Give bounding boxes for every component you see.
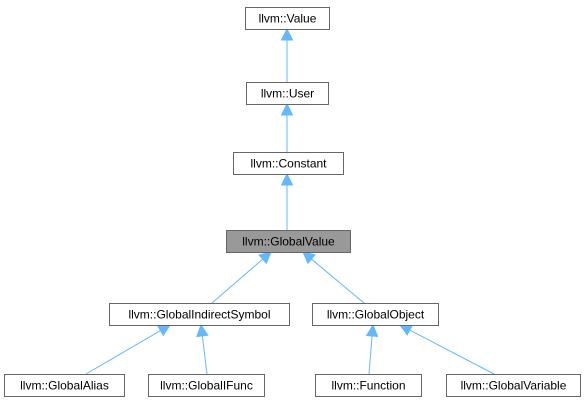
class-node-label: llvm::Function	[331, 379, 405, 393]
class-node-box	[226, 230, 351, 253]
edge-line	[85, 330, 161, 375]
arrowhead-icon	[280, 102, 294, 116]
edge-user-to-value	[280, 27, 294, 82]
class-node-label: llvm::User	[261, 87, 314, 101]
class-node-user[interactable]: llvm::User	[246, 82, 329, 105]
class-node-box	[245, 7, 330, 30]
edge-line	[409, 329, 495, 375]
arrowhead-icon	[280, 172, 294, 186]
arrowhead-icon	[280, 27, 294, 41]
class-node-globalvariable[interactable]: llvm::GlobalVariable	[446, 374, 581, 397]
class-node-label: llvm::GlobalIFunc	[160, 379, 253, 393]
class-node-box	[246, 82, 329, 105]
arrowhead-icon	[258, 251, 272, 265]
class-node-globalobject[interactable]: llvm::GlobalObject	[312, 303, 439, 326]
edge-line	[201, 335, 208, 375]
edge-globalvalue-to-constant	[280, 172, 294, 230]
edge-line	[368, 335, 373, 375]
edge-constant-to-user	[280, 102, 294, 152]
class-node-label: llvm::GlobalIndirectSymbol	[128, 308, 270, 322]
arrowhead-icon	[196, 323, 209, 338]
edge-function-to-globalobject	[365, 323, 379, 375]
class-node-label: llvm::Constant	[250, 157, 327, 171]
edge-globalvariable-to-globalobject	[399, 324, 495, 375]
class-node-constant[interactable]: llvm::Constant	[233, 152, 344, 175]
class-node-value[interactable]: llvm::Value	[245, 7, 330, 30]
edge-globalobject-to-globalvalue	[302, 251, 365, 304]
class-node-box	[315, 374, 422, 397]
edge-line	[311, 258, 365, 304]
class-nodes: llvm::Valuellvm::Userllvm::Constantllvm:…	[4, 7, 581, 397]
class-node-globalindirectsymbol[interactable]: llvm::GlobalIndirectSymbol	[109, 303, 290, 326]
class-node-box	[312, 303, 439, 326]
edge-globalalias-to-globalindirectsymbol	[85, 324, 171, 375]
arrowhead-icon	[156, 324, 171, 337]
arrowhead-icon	[302, 251, 316, 265]
class-node-box	[4, 374, 125, 397]
arrowhead-icon	[365, 323, 379, 337]
class-node-label: llvm::Value	[259, 12, 317, 26]
class-node-globalalias[interactable]: llvm::GlobalAlias	[4, 374, 125, 397]
class-node-label: llvm::GlobalValue	[242, 235, 335, 249]
class-node-box	[233, 152, 344, 175]
class-node-box	[148, 374, 265, 397]
class-node-function[interactable]: llvm::Function	[315, 374, 422, 397]
class-node-label: llvm::GlobalVariable	[461, 379, 567, 393]
class-node-globalvalue: llvm::GlobalValue	[226, 230, 351, 253]
class-node-box	[109, 303, 290, 326]
inheritance-edges	[85, 27, 495, 375]
edge-globalifunc-to-globalindirectsymbol	[196, 323, 209, 375]
class-node-box	[446, 374, 581, 397]
edge-globalindirectsymbol-to-globalvalue	[211, 251, 272, 304]
class-node-globalifunc[interactable]: llvm::GlobalIFunc	[148, 374, 265, 397]
class-node-label: llvm::GlobalObject	[327, 308, 425, 322]
edge-line	[211, 258, 264, 304]
class-node-label: llvm::GlobalAlias	[20, 379, 109, 393]
